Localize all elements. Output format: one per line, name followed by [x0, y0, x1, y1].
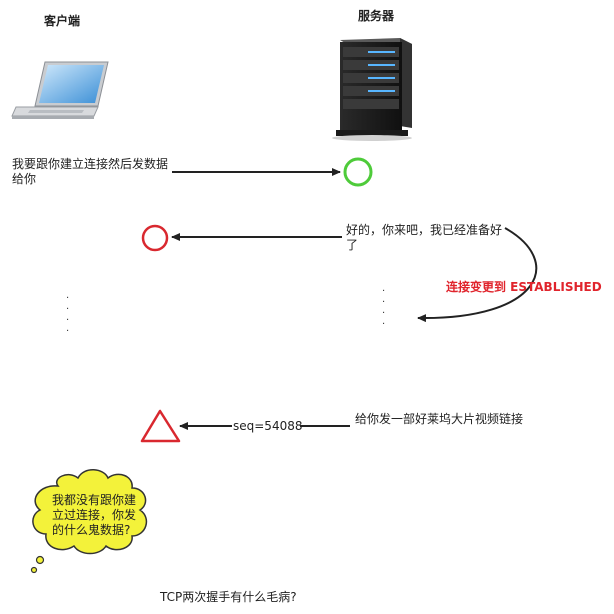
server-reply-text: 好的，你来吧，我已经准备好了 — [346, 223, 503, 252]
caption: TCP两次握手有什么毛病? — [160, 590, 297, 604]
server-title: 服务器 — [358, 9, 395, 23]
state-change-label: 连接变更到 ESTABLISHED — [446, 280, 602, 294]
state-change-arrow — [417, 227, 538, 323]
speech-bubble — [30, 469, 148, 574]
server-send-text: 给你发一部好莱坞大片视频链接 — [355, 412, 524, 426]
red-circle-icon — [141, 224, 169, 252]
red-triangle-warning-icon — [140, 409, 181, 443]
bubble-text: 我都没有跟你建立过连接，你发的什么鬼数据? — [52, 493, 137, 537]
seq-label: seq=54088 — [233, 419, 303, 433]
server-ellipsis: ···· — [382, 286, 386, 330]
client-request-text: 我要跟你建立连接然后发数据给你 — [12, 157, 169, 186]
client-title: 客户端 — [44, 14, 81, 28]
server-tower-icon — [332, 38, 412, 141]
green-circle-icon — [343, 157, 373, 187]
laptop-icon — [11, 61, 109, 119]
client-ellipsis: ···· — [66, 293, 70, 337]
